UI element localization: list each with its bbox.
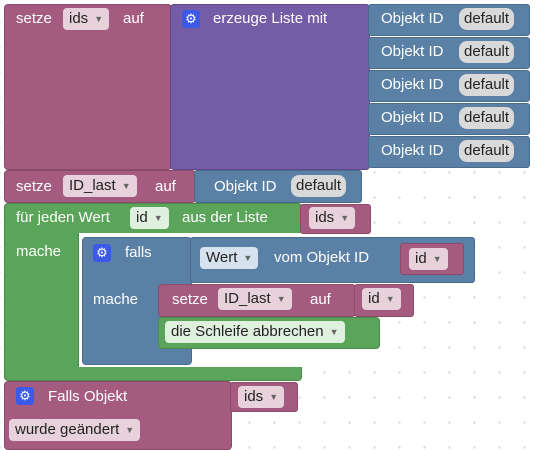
list-variable-dropdown[interactable]: ids▼ [309,207,356,229]
objekt-id-label: Objekt ID [381,43,444,60]
set-ids-block[interactable] [4,4,172,170]
do-label: mache [16,243,62,260]
objekt-id-label: Objekt ID [381,10,444,27]
objekt-id-label: Objekt ID [381,142,444,159]
value-variable-dropdown[interactable]: id▼ [362,288,401,310]
trigger-list-dropdown[interactable]: ids▼ [238,386,285,408]
objekt-id-field[interactable]: default [459,140,515,162]
chevron-down-icon: ▼ [94,14,104,25]
objekt-id-label: Objekt ID [381,76,444,93]
trigger-mode-dropdown[interactable]: wurde geändert▼ [9,419,141,441]
object-id-variable-dropdown[interactable]: id▼ [409,248,448,270]
variable-dropdown-id-last[interactable]: ID_last▼ [63,175,137,197]
chevron-down-icon: ▼ [121,181,131,192]
gear-icon[interactable]: ⚙ [16,387,34,405]
create-list-label: erzeuge Liste mit [213,10,328,27]
objekt-id-field[interactable]: default [459,74,515,96]
chevron-down-icon: ▼ [385,294,395,305]
from-object-label: vom Objekt ID [274,249,370,266]
objekt-id-field[interactable]: default [459,107,515,129]
objekt-id-field[interactable]: default [459,8,515,30]
for-each-label: für jeden Wert [16,209,110,226]
chevron-down-icon: ▼ [125,425,135,436]
variable-dropdown-id-last[interactable]: ID_last▼ [218,288,292,310]
variable-dropdown-ids[interactable]: ids▼ [63,8,110,30]
set-label: setze [172,291,208,308]
to-label: auf [310,291,331,308]
set-label: setze [16,10,52,27]
loop-variable-dropdown[interactable]: id▼ [130,207,169,229]
objekt-id-label: Objekt ID [381,109,444,126]
gear-icon[interactable]: ⚙ [182,10,200,28]
on-object-label: Falls Objekt [48,388,128,405]
value-field-dropdown[interactable]: Wert▼ [200,247,259,269]
objekt-id-field[interactable]: default [291,175,347,197]
chevron-down-icon: ▼ [340,213,350,224]
break-mode-dropdown[interactable]: die Schleife abbrechen▼ [165,321,345,343]
chevron-down-icon: ▼ [329,327,339,338]
to-label: auf [155,178,176,195]
if-do-label: mache [93,291,139,308]
chevron-down-icon: ▼ [243,253,253,264]
set-label: setze [16,178,52,195]
if-label: falls [125,244,152,261]
chevron-down-icon: ▼ [153,213,163,224]
from-list-label: aus der Liste [182,209,268,226]
gear-icon[interactable]: ⚙ [93,244,111,262]
objekt-id-label: Objekt ID [214,178,277,195]
chevron-down-icon: ▼ [432,254,442,265]
create-list-block[interactable] [170,4,370,170]
chevron-down-icon: ▼ [276,294,286,305]
chevron-down-icon: ▼ [269,392,279,403]
objekt-id-field[interactable]: default [459,41,515,63]
to-label: auf [123,10,144,27]
